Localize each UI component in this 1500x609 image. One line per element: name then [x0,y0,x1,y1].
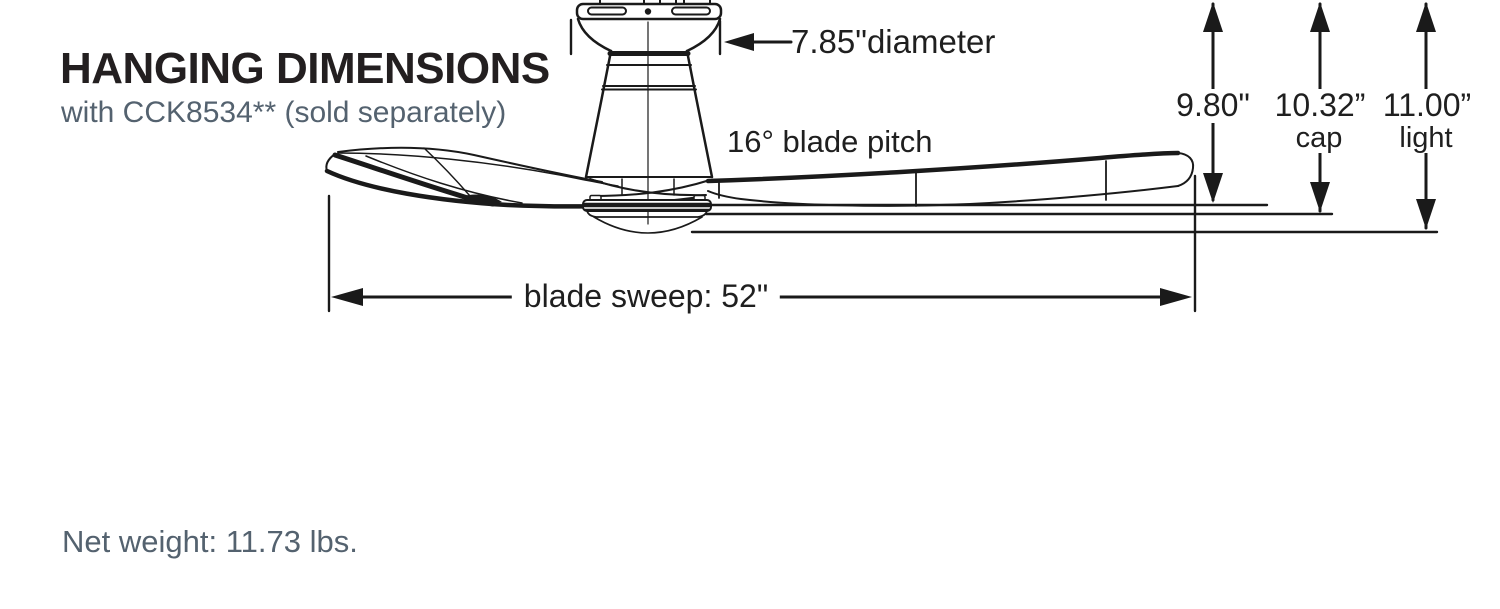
diameter-dimension-label: 7.85"diameter [791,23,996,60]
hanging-height-sublabel-cap: cap [1289,123,1349,153]
ceiling-fan-drawing [324,0,1195,234]
hanging-height-value-cap: 10.32” [1269,88,1371,123]
hanging-height-value-blade: 9.80" [1171,88,1255,123]
net-weight-text: Net weight: 11.73 lbs. [62,524,358,559]
motor-housing [576,17,722,225]
bottom-cap [582,194,712,218]
mounting-plate [575,2,723,21]
blade-sweep-label: blade sweep: 52" [511,279,781,314]
blade-pitch-label: 16° blade pitch [727,124,933,159]
reference-lines [327,18,1439,313]
page-subtitle: with CCK8534** (sold separately) [61,96,507,129]
page-title: HANGING DIMENSIONS [60,44,550,93]
left-blade [324,146,697,209]
center-screw [644,8,652,15]
light-dome [593,216,703,234]
blade-irons [589,178,711,197]
right-blade [705,150,1195,207]
hanging-height-value-light: 11.00” [1377,88,1477,123]
hanging-height-sublabel-light: light [1393,123,1459,153]
diameter-arrow [724,33,793,51]
